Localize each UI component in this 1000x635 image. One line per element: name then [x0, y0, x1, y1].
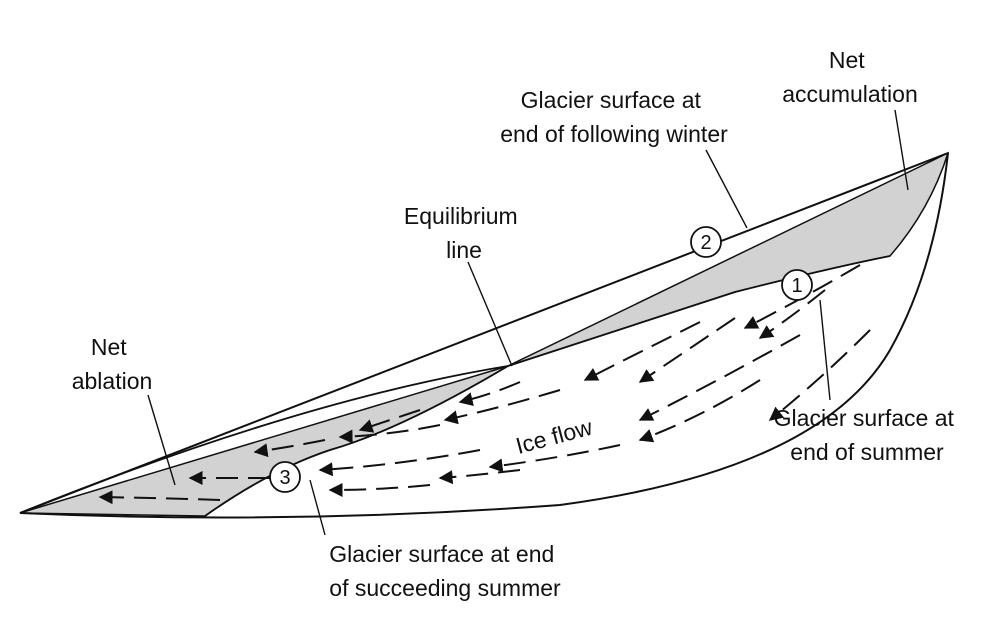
flow-arrow [328, 482, 431, 497]
leader-equilibrium-line [467, 261, 513, 367]
flow-arrow [458, 381, 521, 406]
svg-text:2: 2 [700, 232, 711, 254]
glacier-bed [19, 152, 949, 519]
flow-arrow [98, 490, 221, 505]
flow-arrow [768, 329, 871, 421]
flow-arrow [638, 334, 801, 421]
flow-arrow [358, 409, 421, 433]
leader-following-winter [705, 149, 748, 229]
flow-arrow [583, 321, 701, 381]
flow-arrow [438, 469, 521, 485]
svg-text:1: 1 [791, 275, 802, 297]
flow-arrow [443, 389, 561, 425]
label-net-accumulation: Net accumulation [782, 47, 918, 107]
leader-end-of-summer [819, 299, 831, 401]
label-equilibrium-line: Equilibrium line [404, 203, 524, 263]
surface-succeeding-summer [204, 365, 509, 517]
ice-flow-arrows [98, 264, 871, 505]
label-net-ablation: Net ablation [72, 334, 153, 394]
surface-following-winter [19, 152, 949, 514]
flow-arrow [253, 439, 326, 458]
flow-arrow [638, 379, 761, 443]
leader-net-accumulation [894, 109, 909, 191]
leader-net-ablation [147, 394, 176, 486]
label-following-winter: Glacier surface at end of following wint… [500, 87, 728, 147]
leader-succeeding-summer [309, 479, 326, 536]
svg-text:3: 3 [279, 467, 290, 489]
marker-2: 2 [690, 226, 722, 258]
flow-arrow [488, 444, 621, 473]
marker-1: 1 [781, 269, 813, 301]
label-succeeding-summer: Glacier surface at end of succeeding sum… [329, 541, 561, 601]
flow-arrow [758, 289, 826, 339]
flow-arrow [638, 317, 736, 383]
marker-3: 3 [269, 461, 301, 493]
label-end-of-summer: Glacier surface at end of summer [774, 405, 961, 465]
accumulation-zone [507, 151, 950, 367]
flow-arrow [338, 424, 441, 444]
flow-arrow [318, 449, 481, 477]
